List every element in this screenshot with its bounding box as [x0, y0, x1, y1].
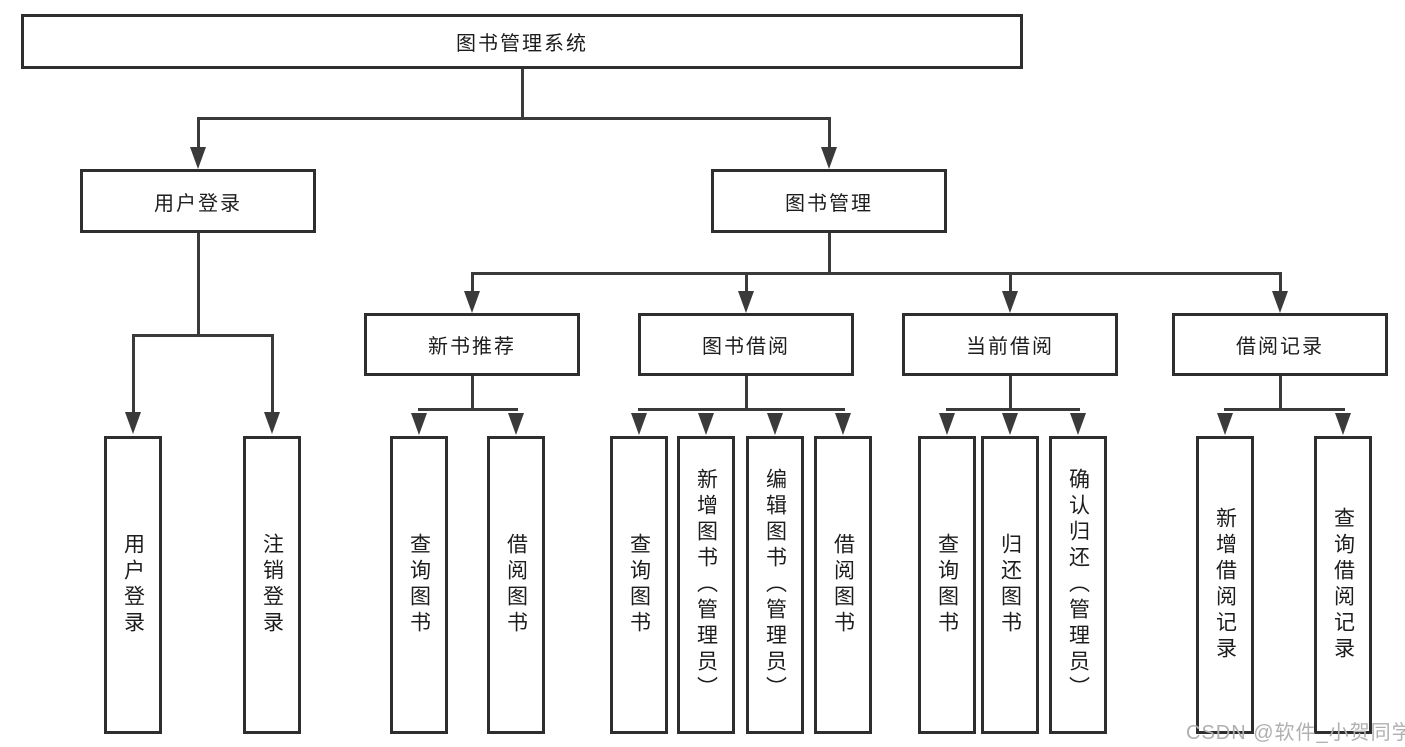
leaf-borrow-book-recommend: 借阅图书	[487, 436, 545, 734]
connector-stem	[132, 334, 135, 412]
arrowhead-down	[264, 412, 280, 434]
connector-stem	[197, 117, 200, 147]
connector-horizontal	[946, 408, 1080, 411]
connector-stem	[471, 272, 474, 291]
leaf-query-book-recommend: 查询图书	[390, 436, 448, 734]
arrowhead-down	[631, 413, 647, 435]
connector-level2-horizontal	[471, 272, 1282, 275]
arrowhead-down	[698, 413, 714, 435]
connector-stem	[745, 272, 748, 291]
node-current-borrow-label: 当前借阅	[966, 336, 1054, 358]
arrowhead-down	[1335, 413, 1351, 435]
arrowhead-down	[939, 413, 955, 435]
node-borrow-record: 借阅记录	[1172, 313, 1388, 376]
arrowhead-down	[767, 413, 783, 435]
arrowhead-down	[1070, 413, 1086, 435]
node-current-borrow: 当前借阅	[902, 313, 1118, 376]
arrowhead-down	[508, 413, 524, 435]
node-book-management: 图书管理	[711, 169, 947, 233]
leaf-confirm-return-admin-label: 确认归还（管理员）	[1066, 468, 1090, 702]
leaf-return-book: 归还图书	[981, 436, 1039, 734]
connector-stub	[197, 233, 200, 337]
connector-horizontal	[132, 334, 274, 337]
csdn-watermark: CSDN @软件_小贺同学	[1186, 722, 1405, 744]
leaf-query-book-current-label: 查询图书	[935, 533, 959, 637]
leaf-query-book-borrow-label: 查询图书	[627, 533, 651, 637]
connector-stem	[1009, 272, 1012, 291]
leaf-edit-book-admin-label: 编辑图书（管理员）	[763, 468, 787, 702]
leaf-user-login: 用户登录	[104, 436, 162, 734]
connector-stem	[271, 334, 274, 412]
leaf-user-login-label: 用户登录	[121, 533, 145, 637]
arrowhead-down	[821, 147, 837, 169]
node-root-label: 图书管理系统	[456, 33, 588, 55]
node-user-login: 用户登录	[80, 169, 316, 233]
node-book-borrow: 图书借阅	[638, 313, 854, 376]
arrowhead-down	[835, 413, 851, 435]
arrowhead-down	[464, 291, 480, 313]
leaf-edit-book-admin: 编辑图书（管理员）	[746, 436, 804, 734]
connector-stem	[828, 117, 831, 147]
leaf-confirm-return-admin: 确认归还（管理员）	[1049, 436, 1107, 734]
leaf-add-book-admin: 新增图书（管理员）	[677, 436, 735, 734]
leaf-add-borrow-record-label: 新增借阅记录	[1213, 507, 1237, 663]
arrowhead-down	[738, 291, 754, 313]
leaf-query-book-borrow: 查询图书	[610, 436, 668, 734]
connector-horizontal	[418, 408, 518, 411]
node-borrow-record-label: 借阅记录	[1236, 336, 1324, 358]
connector-stub	[745, 376, 748, 411]
node-user-login-label: 用户登录	[154, 192, 242, 215]
leaf-add-borrow-record: 新增借阅记录	[1196, 436, 1254, 734]
leaf-logout: 注销登录	[243, 436, 301, 734]
arrowhead-down	[1002, 413, 1018, 435]
connector-horizontal	[1224, 408, 1345, 411]
arrowhead-down	[1002, 291, 1018, 313]
leaf-query-book-current: 查询图书	[918, 436, 976, 734]
node-book-borrow-label: 图书借阅	[702, 336, 790, 358]
arrowhead-down	[190, 147, 206, 169]
connector-root-stub	[521, 69, 524, 119]
connector-stub	[828, 233, 831, 274]
node-book-management-label: 图书管理	[785, 192, 873, 215]
connector-stem	[1279, 272, 1282, 291]
arrowhead-down	[125, 412, 141, 434]
node-root: 图书管理系统	[21, 14, 1023, 69]
leaf-return-book-label: 归还图书	[998, 533, 1022, 637]
arrowhead-down	[1272, 291, 1288, 313]
connector-horizontal	[638, 408, 845, 411]
leaf-query-borrow-record-label: 查询借阅记录	[1331, 507, 1355, 663]
leaf-borrow-book-label: 借阅图书	[831, 533, 855, 637]
connector-stub	[471, 376, 474, 411]
node-new-book-recommend-label: 新书推荐	[428, 336, 516, 358]
leaf-query-book-recommend-label: 查询图书	[407, 533, 431, 637]
leaf-query-borrow-record: 查询借阅记录	[1314, 436, 1372, 734]
arrowhead-down	[411, 413, 427, 435]
arrowhead-down	[1217, 413, 1233, 435]
leaf-add-book-admin-label: 新增图书（管理员）	[694, 468, 718, 702]
connector-level1-horizontal	[197, 117, 831, 120]
connector-stub	[1009, 376, 1012, 411]
leaf-borrow-book-recommend-label: 借阅图书	[504, 533, 528, 637]
node-new-book-recommend: 新书推荐	[364, 313, 580, 376]
leaf-borrow-book: 借阅图书	[814, 436, 872, 734]
leaf-logout-label: 注销登录	[260, 533, 284, 637]
connector-stub	[1279, 376, 1282, 411]
